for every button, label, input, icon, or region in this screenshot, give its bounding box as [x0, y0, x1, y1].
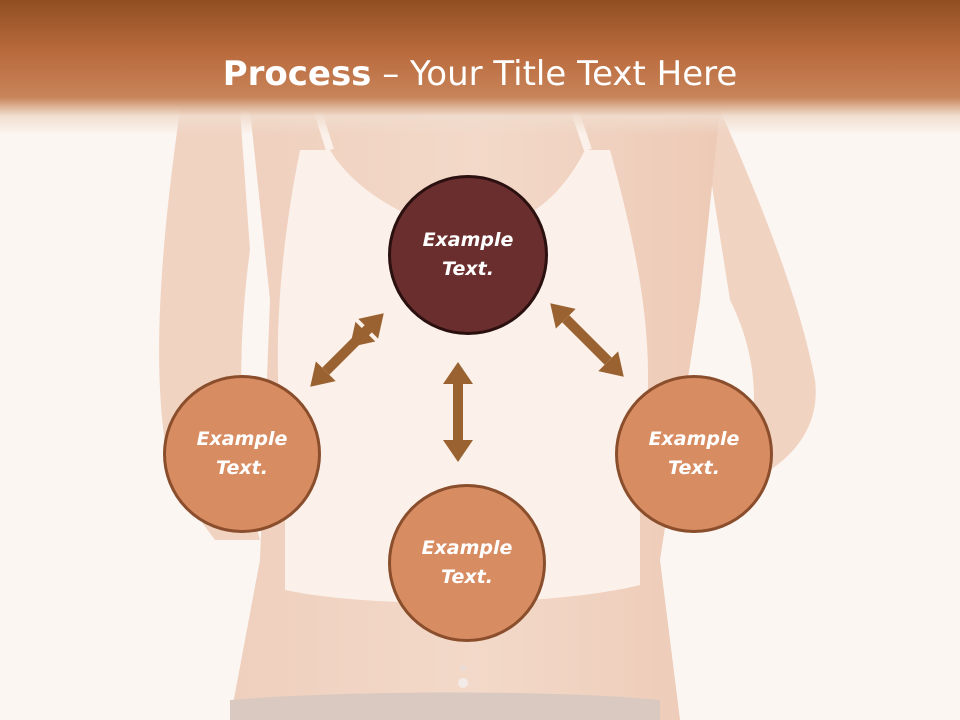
arrow-vertical: [443, 362, 473, 462]
title-bar: [0, 0, 960, 135]
slide-title-bold: Process: [222, 54, 372, 94]
slide-title: Process – Your Title Text Here: [0, 52, 960, 96]
slide-title-rest: – Your Title Text Here: [371, 54, 738, 94]
arrow-top-left: [310, 313, 384, 387]
arrow-top-right: [550, 303, 624, 377]
